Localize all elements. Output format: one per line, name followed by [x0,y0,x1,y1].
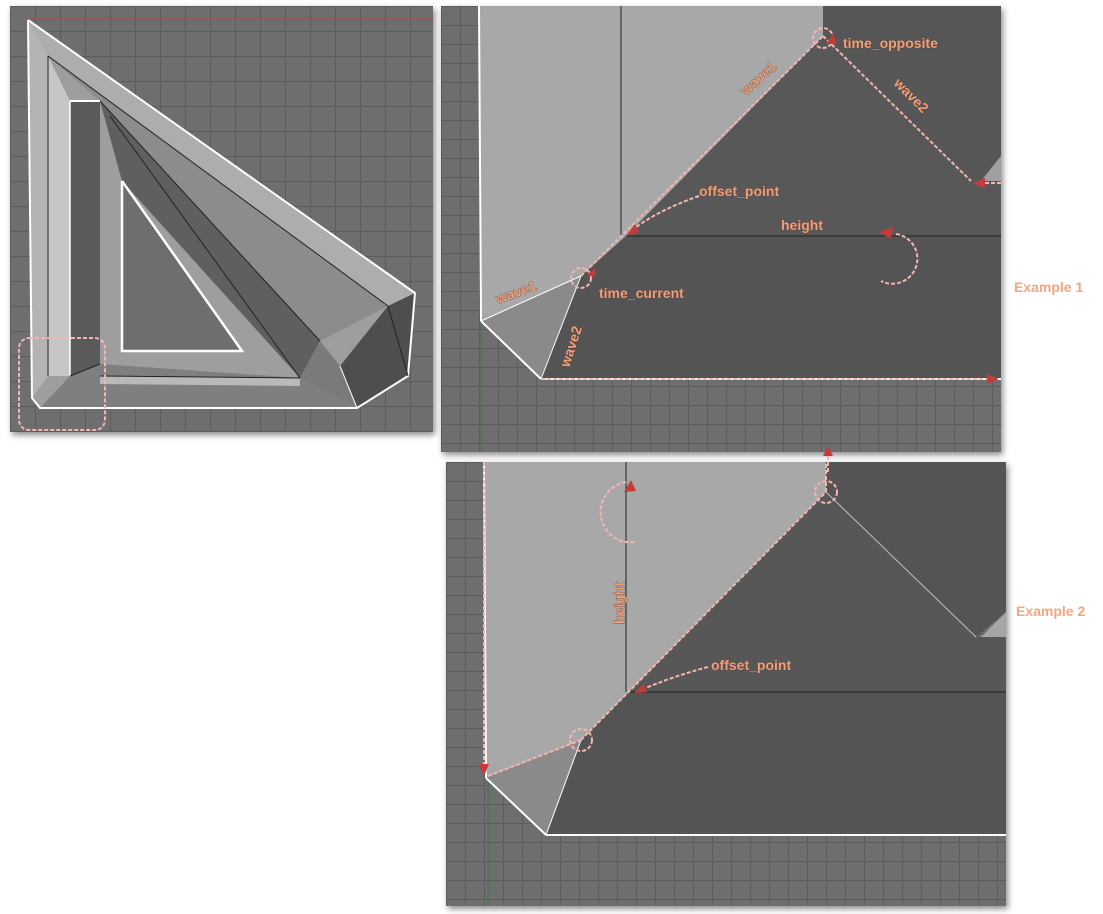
frame-left-inner-dark [70,101,100,376]
frame-left-bevel [48,56,70,376]
example1-diagram: time_opposite wave1 wave2 offset_point h… [441,6,1001,452]
overview-model [10,6,433,432]
height-label: height [781,217,823,233]
dark-face-bottom [546,692,1006,835]
example2-label: Example 2 [1016,603,1085,619]
offset-point-label: offset_point [699,183,779,199]
example1-label: Example 1 [1014,279,1083,295]
time-opposite-label: time_opposite [843,35,938,51]
example2-viewport: height offset_point [446,462,1006,906]
example2-diagram: height offset_point [446,462,1006,906]
link-arrow [818,446,838,472]
time-current-label: time_current [599,285,684,301]
link-arrowhead [823,446,833,456]
example1-viewport: time_opposite wave1 wave2 offset_point h… [441,6,1001,452]
height-label: height [611,582,627,624]
dark-face-bottom [541,236,1001,379]
offset-point-label: offset_point [711,657,791,673]
overview-viewport [10,6,433,432]
